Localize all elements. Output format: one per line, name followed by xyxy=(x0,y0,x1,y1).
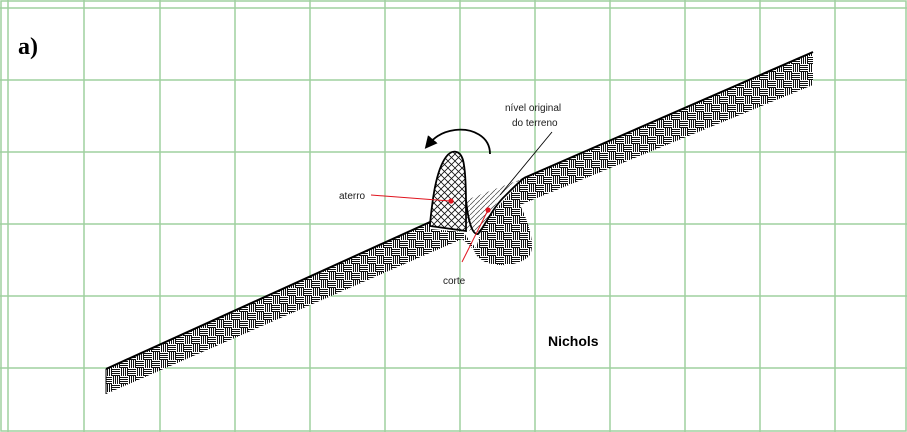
label-original-level-line2: do terreno xyxy=(512,118,558,129)
label-aterro: aterro xyxy=(339,191,366,202)
curved-arrow-icon xyxy=(424,128,491,155)
marker-aterro xyxy=(448,198,454,204)
label-original-level-line1: nível original xyxy=(505,103,561,114)
label-original-level: nível original do terreno xyxy=(505,103,564,129)
pointer-aterro xyxy=(370,194,451,202)
hillslope-band xyxy=(105,51,814,394)
label-corte: corte xyxy=(443,276,466,287)
fill-mound xyxy=(429,150,467,233)
cut-profile xyxy=(465,177,525,235)
pointer-corte xyxy=(461,209,489,263)
panel-label: a) xyxy=(18,34,38,60)
credit-author: Nichols xyxy=(548,333,599,349)
cut-zone xyxy=(466,178,524,232)
pointer-original-level xyxy=(499,131,553,196)
